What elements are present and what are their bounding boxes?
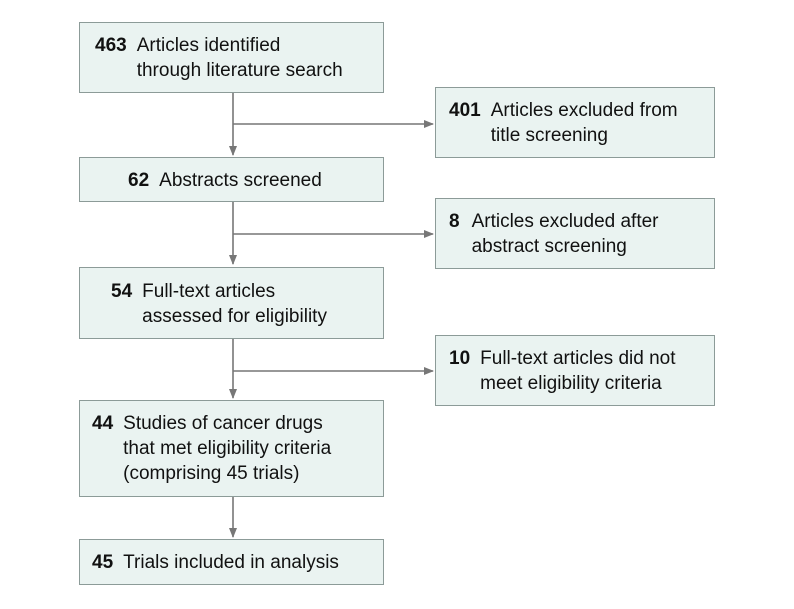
text-abstracts: Abstracts screened (159, 170, 322, 191)
count-excluded-fulltext: 10 (449, 348, 471, 369)
count-abstracts: 62 (128, 170, 150, 191)
box-excluded-fulltext: 10 Full-text articles did not meet eligi… (435, 335, 715, 406)
text-excluded-fulltext: Full-text articles did not meet eligibil… (480, 348, 676, 394)
count-eligible: 44 (92, 413, 114, 434)
box-identified: 463 Articles identified through literatu… (79, 22, 384, 93)
box-fulltext: 54 Full-text articles assessed for eligi… (79, 267, 384, 339)
count-excluded-abstract: 8 (449, 211, 460, 232)
count-fulltext: 54 (111, 281, 133, 302)
count-excluded-title: 401 (449, 100, 481, 121)
count-identified: 463 (95, 35, 127, 56)
box-included: 45 Trials included in analysis (79, 539, 384, 585)
box-excluded-title: 401 Articles excluded from title screeni… (435, 87, 715, 158)
count-included: 45 (92, 552, 114, 573)
text-excluded-title: Articles excluded from title screening (490, 100, 678, 146)
text-excluded-abstract: Articles excluded after abstract screeni… (471, 211, 659, 257)
box-abstracts: 62 Abstracts screened (79, 157, 384, 202)
text-included: Trials included in analysis (123, 552, 339, 573)
text-fulltext: Full-text articles assessed for eligibil… (142, 281, 327, 327)
box-excluded-abstract: 8 Articles excluded after abstract scree… (435, 198, 715, 269)
box-eligible: 44 Studies of cancer drugs that met elig… (79, 400, 384, 497)
text-identified: Articles identified through literature s… (136, 35, 343, 81)
text-eligible: Studies of cancer drugs that met eligibi… (123, 413, 332, 484)
